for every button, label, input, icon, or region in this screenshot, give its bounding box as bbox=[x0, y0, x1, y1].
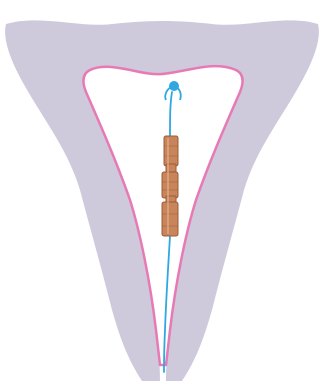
copper-iud bbox=[162, 136, 178, 236]
